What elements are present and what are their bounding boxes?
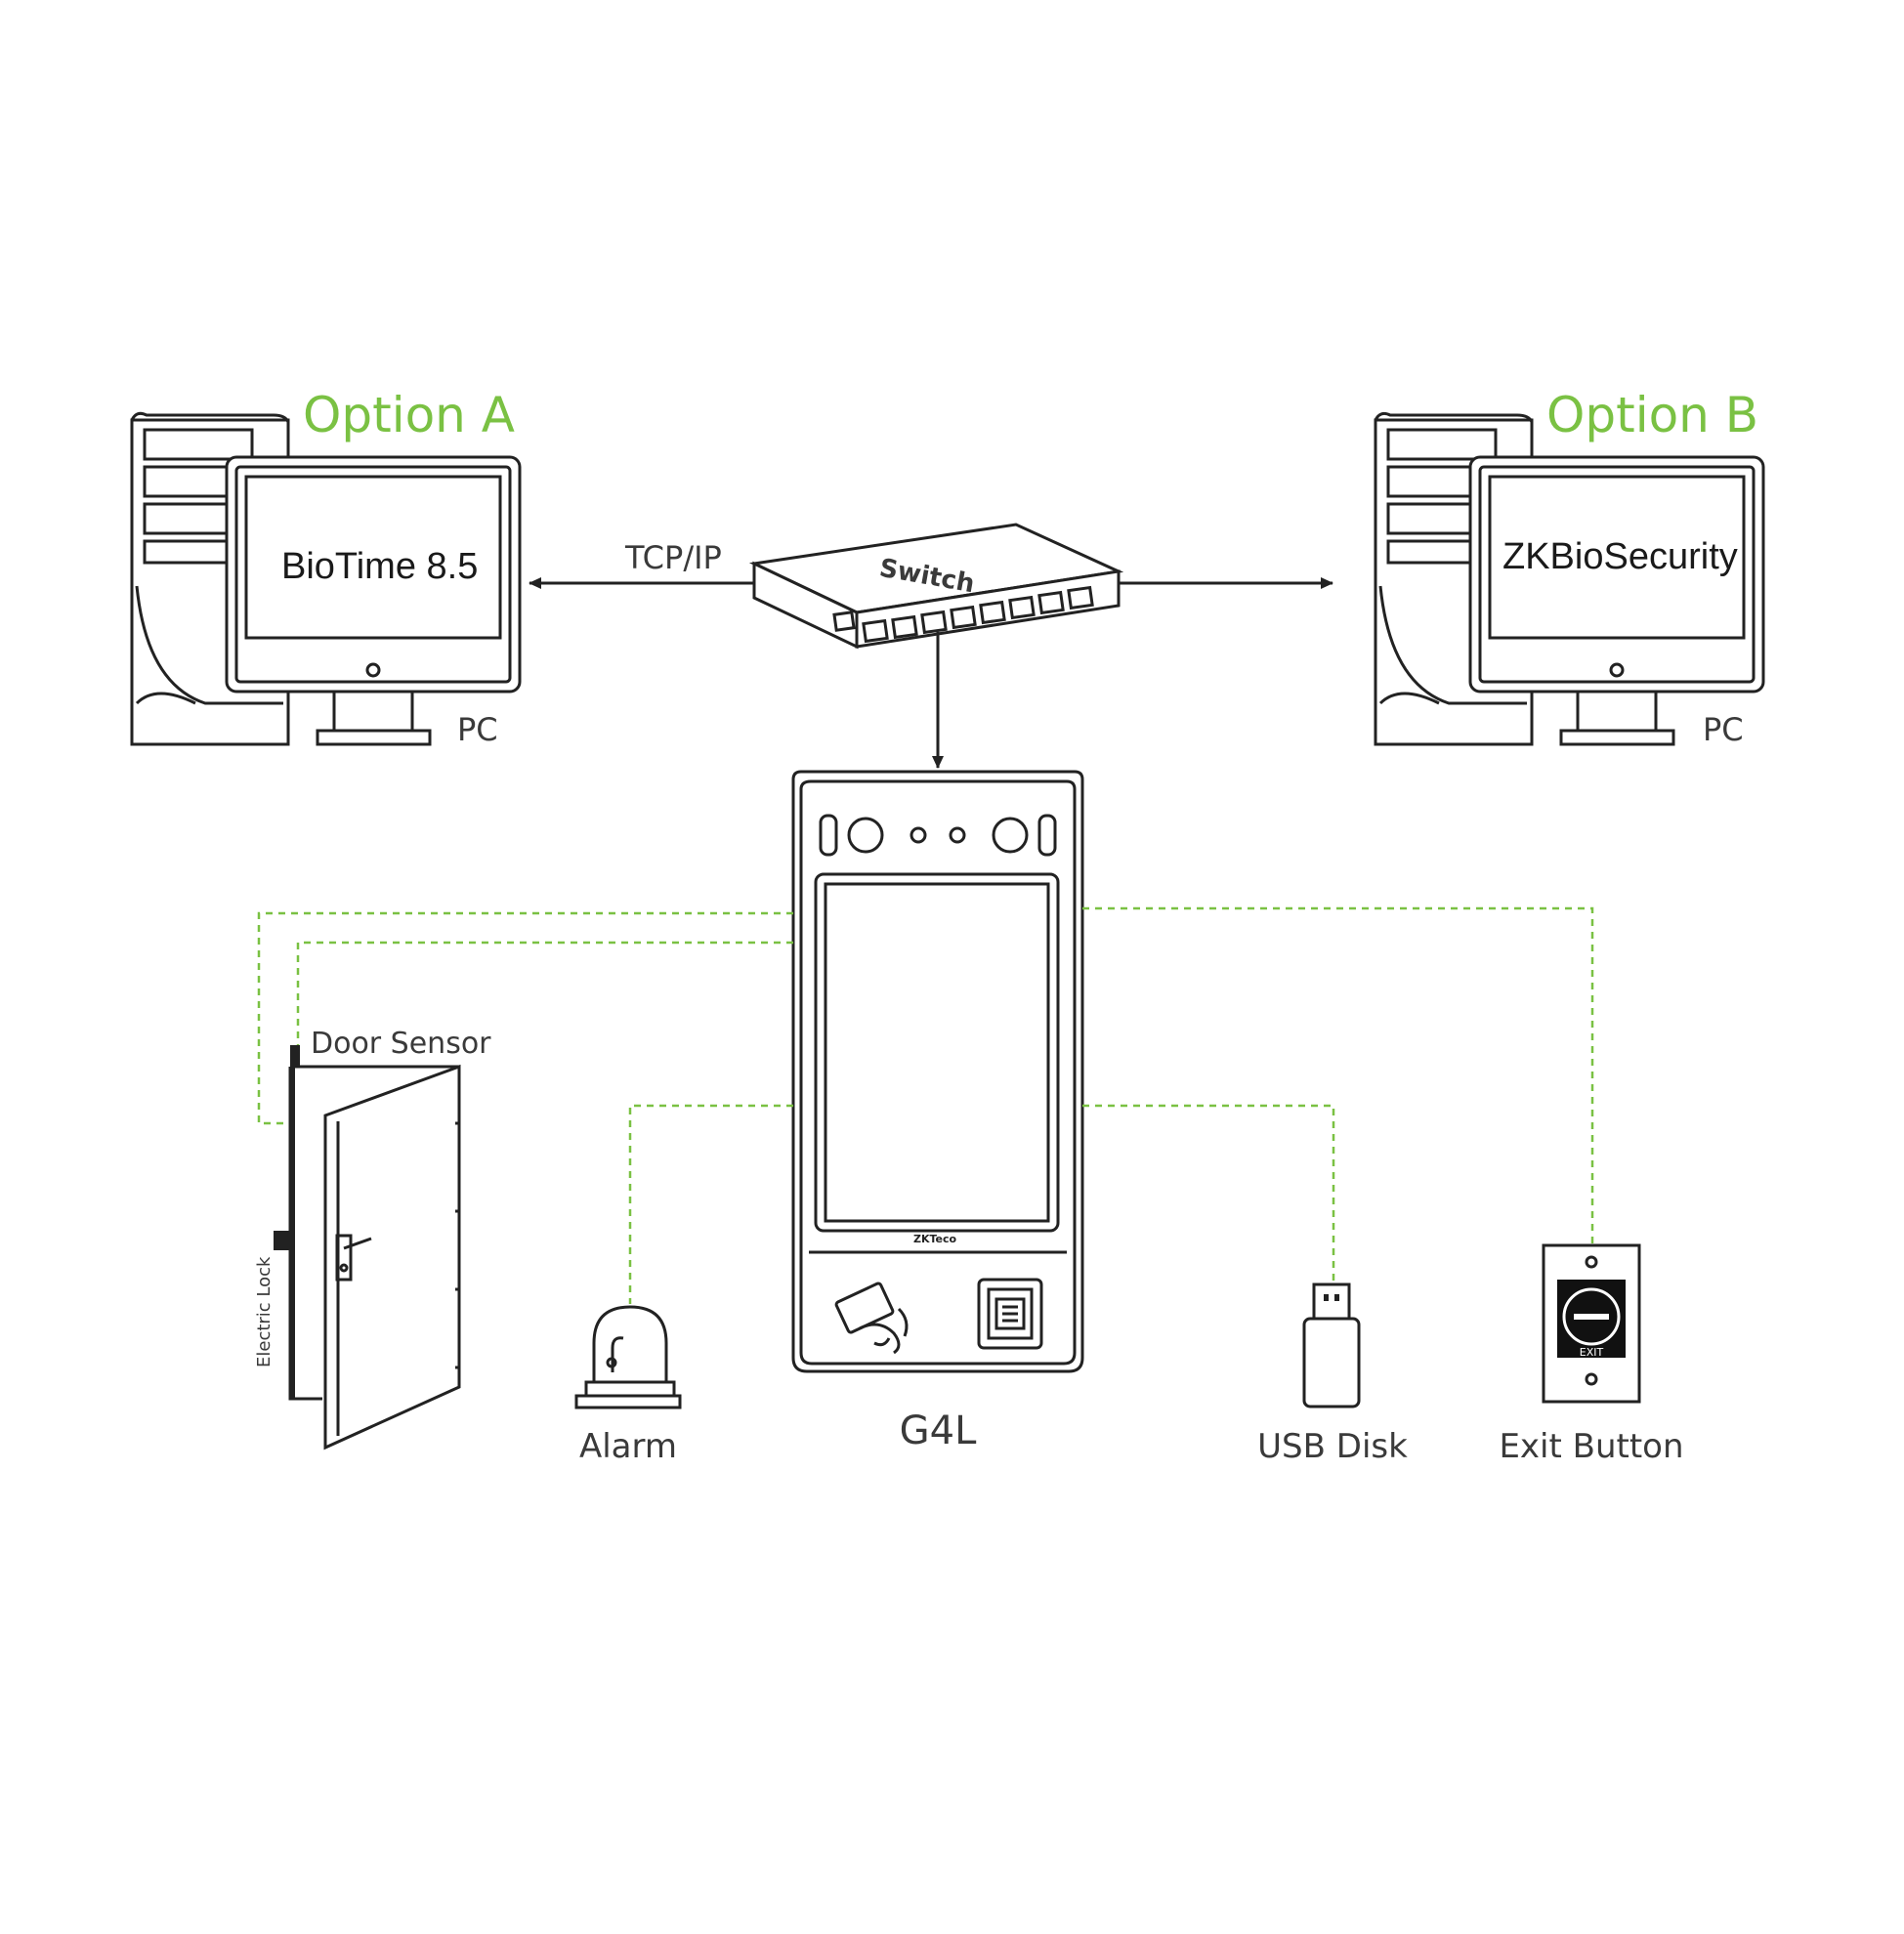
- device-brand-logo: ZKTeco: [913, 1233, 957, 1245]
- option-a-title: Option A: [303, 387, 515, 443]
- alarm-label: Alarm: [579, 1427, 677, 1466]
- door: Electric Lock: [254, 1045, 461, 1450]
- exit-button-label: Exit Button: [1499, 1427, 1683, 1466]
- option-b-pc-label: PC: [1703, 711, 1744, 748]
- switch-ports: [832, 585, 1094, 644]
- electric-lock-icon: [274, 1231, 289, 1250]
- wire-door-sensor: [296, 941, 793, 1050]
- wire-electric-lock: [257, 911, 793, 1125]
- door-sensor-icon: [290, 1045, 300, 1067]
- pc-b: Option B ZKBioSecurity PC: [1374, 387, 1765, 748]
- exit-button-icon: EXIT: [1542, 1243, 1641, 1404]
- pc-b-monitor: [1468, 455, 1765, 746]
- wire-usb-disk: [1082, 1104, 1335, 1284]
- option-a-screen-text: BioTime 8.5: [281, 546, 478, 587]
- door-handle: [343, 1237, 372, 1250]
- pc-a-monitor: [225, 455, 522, 746]
- device-screen-bezel: [814, 872, 1060, 1233]
- card-reader-icon: [834, 1282, 909, 1355]
- door-lock-plate: [335, 1234, 353, 1282]
- network-switch: Switch: [748, 523, 1124, 650]
- option-b-title: Option B: [1546, 387, 1758, 443]
- device-name-label: G4L: [900, 1408, 977, 1453]
- option-b-screen-text: ZKBioSecurity: [1502, 536, 1738, 577]
- pc-a: Option A BioTime 8.5 PC: [130, 387, 522, 748]
- electric-lock-label: Electric Lock: [254, 1256, 275, 1367]
- door-sensor-label: Door Sensor: [311, 1027, 491, 1061]
- alarm-icon: [574, 1305, 682, 1409]
- wire-alarm: [628, 1104, 793, 1304]
- device-screen: [824, 882, 1050, 1223]
- option-a-pc-label: PC: [457, 711, 498, 748]
- door-panel: [323, 1064, 461, 1450]
- device-camera-bar: [819, 814, 1057, 857]
- wiring-connections: [257, 906, 1594, 1304]
- fingerprint-sensor-icon: [977, 1278, 1043, 1350]
- g4l-device: ZKTeco: [791, 770, 1084, 1373]
- exit-button-text: EXIT: [1580, 1346, 1604, 1359]
- usb-disk-icon: [1302, 1282, 1361, 1408]
- wire-exit-button: [1082, 906, 1594, 1260]
- usb-disk-label: USB Disk: [1257, 1427, 1408, 1466]
- tcp-ip-label: TCP/IP: [624, 539, 722, 576]
